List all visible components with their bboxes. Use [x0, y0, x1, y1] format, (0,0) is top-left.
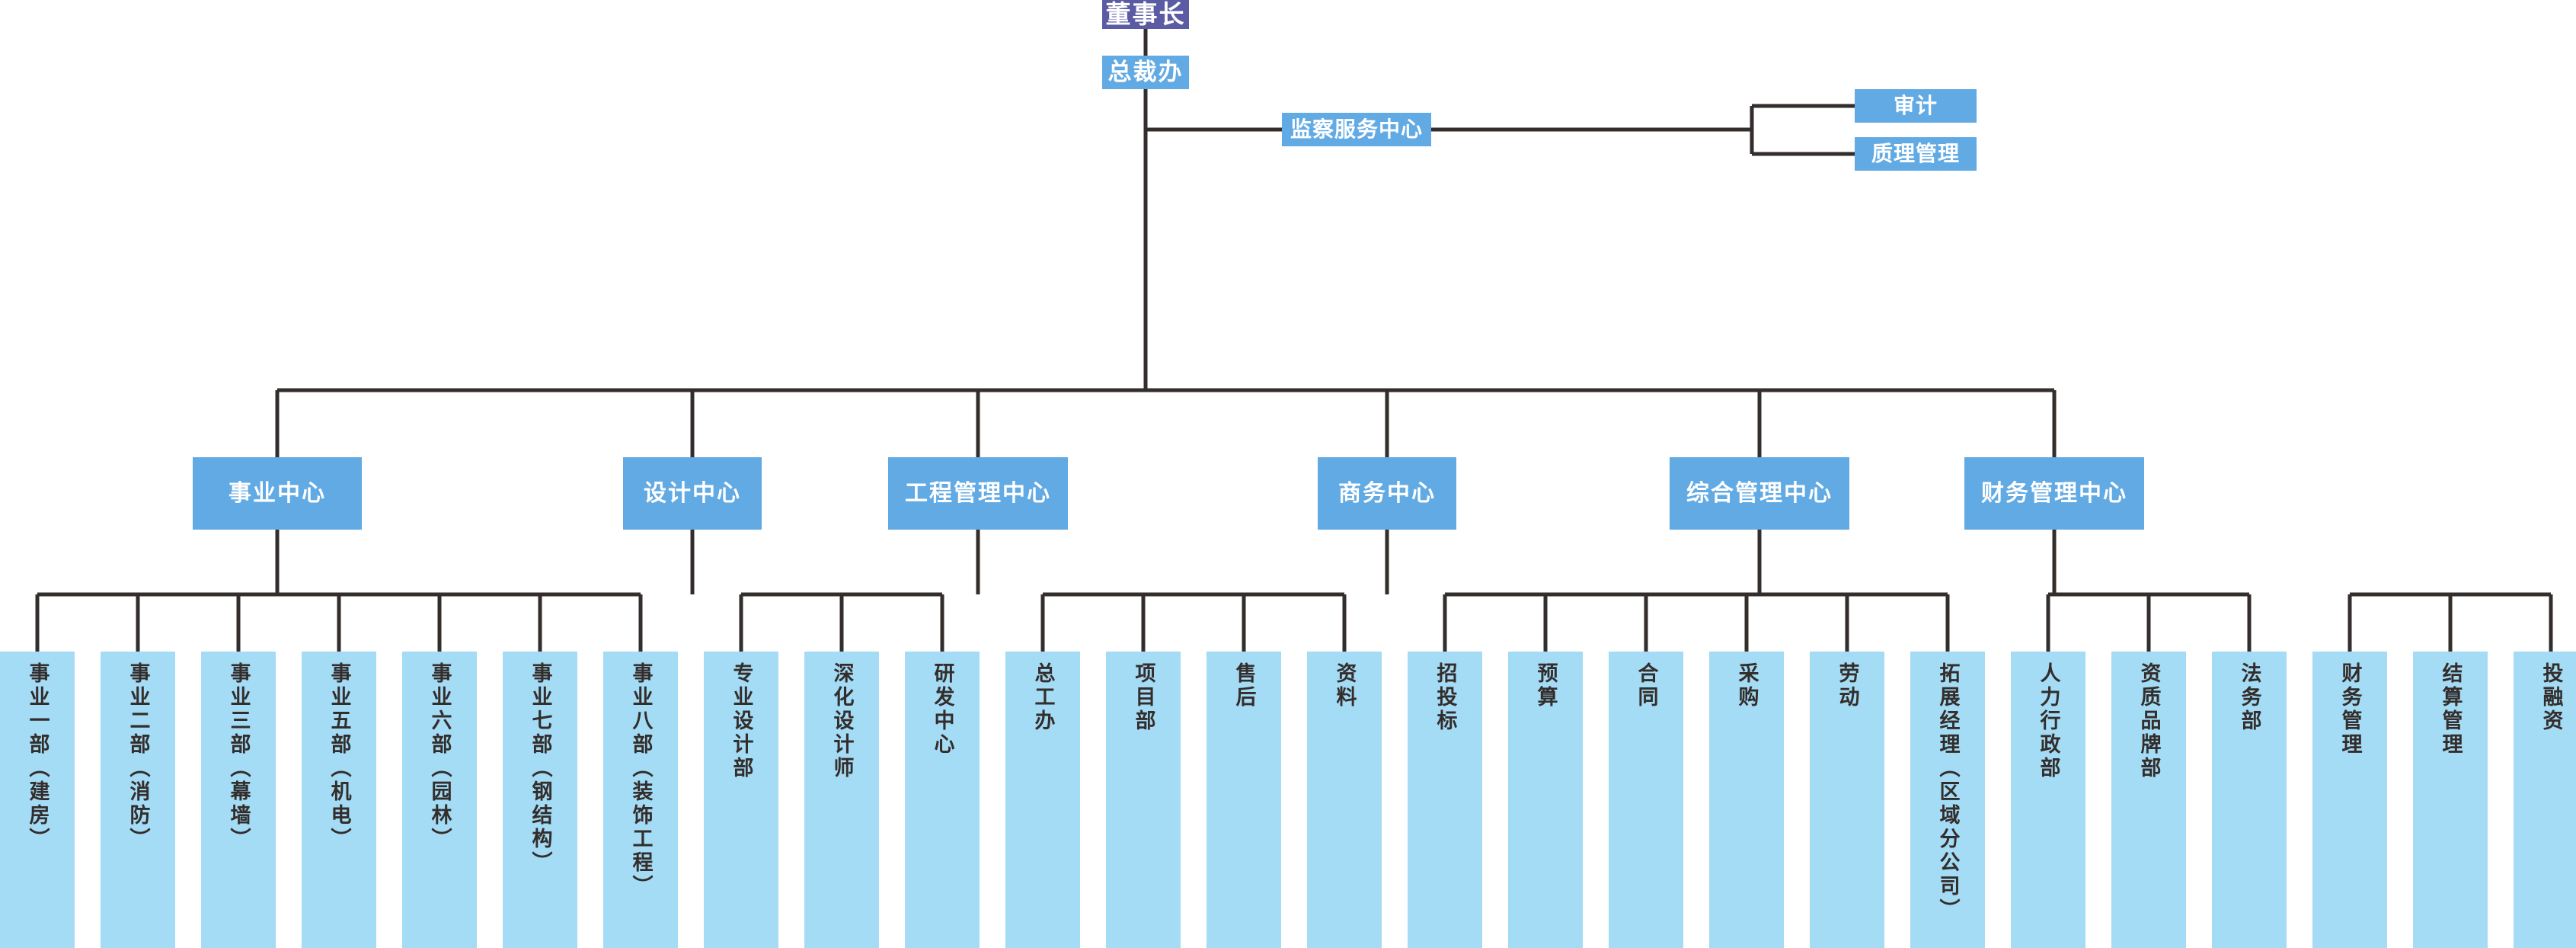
node-quality-management[interactable]: 质理管理 — [1855, 137, 1977, 171]
node-leaf-1-label: 事业二部（消防） — [126, 662, 150, 851]
node-leaf-23[interactable]: 财务管理 — [2312, 652, 2387, 948]
node-leaf-21-label: 资质品牌部 — [2137, 662, 2161, 780]
node-leaf-12[interactable]: 售后 — [1207, 652, 1281, 948]
node-leaf-7[interactable]: 专业设计部 — [704, 652, 778, 948]
node-leaf-3-label: 事业五部（机电） — [328, 662, 351, 851]
node-leaf-16[interactable]: 合同 — [1609, 652, 1683, 948]
node-leaf-9[interactable]: 研发中心 — [905, 652, 980, 948]
node-quality-management-label: 质理管理 — [1871, 142, 1960, 166]
node-leaf-25-label: 投融资 — [2539, 662, 2563, 733]
node-leaf-19-label: 拓展经理（区域分公司） — [1936, 662, 1960, 922]
node-center-2-label: 工程管理中心 — [905, 480, 1051, 506]
node-leaf-18[interactable]: 劳动 — [1810, 652, 1884, 948]
node-leaf-4-label: 事业六部（园林） — [428, 662, 452, 851]
node-leaf-0[interactable]: 事业一部（建房） — [0, 652, 75, 948]
node-center-2[interactable]: 工程管理中心 — [888, 457, 1068, 530]
node-center-1[interactable]: 设计中心 — [623, 457, 762, 530]
node-leaf-13-label: 资料 — [1333, 662, 1357, 709]
node-leaf-24[interactable]: 结算管理 — [2413, 652, 2488, 948]
node-center-5-label: 财务管理中心 — [1981, 480, 2127, 506]
node-center-3[interactable]: 商务中心 — [1318, 457, 1456, 530]
node-leaf-23-label: 财务管理 — [2338, 662, 2362, 757]
node-center-0[interactable]: 事业中心 — [193, 457, 362, 530]
node-leaf-22-label: 法务部 — [2238, 662, 2261, 733]
node-leaf-6[interactable]: 事业八部（装饰工程） — [603, 652, 678, 948]
node-leaf-19[interactable]: 拓展经理（区域分公司） — [1910, 652, 1985, 948]
node-president-office[interactable]: 总裁办 — [1102, 56, 1189, 89]
node-center-1-label: 设计中心 — [644, 480, 741, 506]
node-supervision-center[interactable]: 监察服务中心 — [1282, 113, 1431, 146]
node-leaf-1[interactable]: 事业二部（消防） — [101, 652, 175, 948]
node-leaf-8[interactable]: 深化设计师 — [804, 652, 879, 948]
node-leaf-20-label: 人力行政部 — [2037, 662, 2060, 780]
node-leaf-9-label: 研发中心 — [931, 662, 954, 757]
node-leaf-25[interactable]: 投融资 — [2514, 652, 2576, 948]
node-leaf-4[interactable]: 事业六部（园林） — [402, 652, 477, 948]
node-leaf-21[interactable]: 资质品牌部 — [2111, 652, 2186, 948]
node-center-3-label: 商务中心 — [1338, 480, 1436, 506]
node-leaf-11[interactable]: 项目部 — [1106, 652, 1181, 948]
node-leaf-17-label: 采购 — [1735, 662, 1759, 709]
node-leaf-10[interactable]: 总工办 — [1005, 652, 1080, 948]
node-president-office-label: 总裁办 — [1107, 58, 1184, 85]
node-leaf-20[interactable]: 人力行政部 — [2011, 652, 2085, 948]
node-leaf-2[interactable]: 事业三部（幕墙） — [201, 652, 276, 948]
node-center-5[interactable]: 财务管理中心 — [1964, 457, 2144, 530]
node-audit[interactable]: 审计 — [1855, 89, 1977, 123]
node-leaf-10-label: 总工办 — [1031, 662, 1055, 733]
node-leaf-0-label: 事业一部（建房） — [26, 662, 50, 851]
node-leaf-14-label: 招投标 — [1433, 662, 1457, 733]
node-leaf-14[interactable]: 招投标 — [1408, 652, 1482, 948]
node-leaf-15[interactable]: 预算 — [1508, 652, 1583, 948]
node-leaf-18-label: 劳动 — [1836, 662, 1859, 709]
node-audit-label: 审计 — [1893, 94, 1938, 118]
node-leaf-13[interactable]: 资料 — [1307, 652, 1382, 948]
node-leaf-3[interactable]: 事业五部（机电） — [302, 652, 376, 948]
node-leaf-24-label: 结算管理 — [2439, 662, 2463, 757]
node-center-0-label: 事业中心 — [229, 480, 326, 506]
node-leaf-16-label: 合同 — [1635, 662, 1658, 709]
node-leaf-11-label: 项目部 — [1132, 662, 1155, 733]
node-supervision-center-label: 监察服务中心 — [1290, 117, 1423, 142]
node-leaf-8-label: 深化设计师 — [830, 662, 854, 780]
node-chairman[interactable]: 董事长 — [1102, 0, 1189, 29]
node-chairman-label: 董事长 — [1105, 0, 1186, 28]
node-leaf-6-label: 事业八部（装饰工程） — [629, 662, 653, 898]
node-leaf-12-label: 售后 — [1232, 662, 1256, 709]
node-leaf-2-label: 事业三部（幕墙） — [227, 662, 251, 851]
node-center-4[interactable]: 综合管理中心 — [1670, 457, 1849, 530]
node-leaf-15-label: 预算 — [1534, 662, 1558, 709]
node-leaf-22[interactable]: 法务部 — [2212, 652, 2287, 948]
node-leaf-7-label: 专业设计部 — [730, 662, 753, 780]
node-leaf-5-label: 事业七部（钢结构） — [529, 662, 552, 875]
node-leaf-5[interactable]: 事业七部（钢结构） — [503, 652, 577, 948]
node-leaf-17[interactable]: 采购 — [1709, 652, 1784, 948]
node-center-4-label: 综合管理中心 — [1686, 480, 1833, 506]
